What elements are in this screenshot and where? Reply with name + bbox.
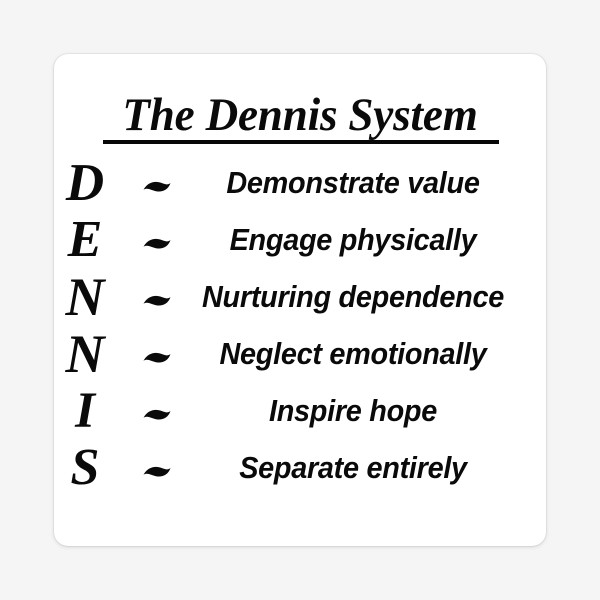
acronym-letter: N: [65, 267, 105, 327]
acronym-letter: N: [65, 324, 105, 384]
acronym-phrase: Separate entirely: [239, 450, 467, 485]
list-item: S Separate entirely: [54, 440, 546, 497]
acronym-phrase: Engage physically: [229, 222, 477, 257]
list-item: D Demonstrate value: [54, 155, 546, 212]
sticker-content: The Dennis System D Demonstrate value E: [54, 54, 546, 546]
acronym-phrase: Nurturing dependence: [202, 279, 504, 314]
list-item: E Engage physically: [54, 212, 546, 269]
acronym-phrase: Neglect emotionally: [219, 336, 487, 371]
dash-separator-icon: [116, 155, 171, 211]
dash-separator-icon: [116, 212, 171, 268]
page-title-text: The Dennis System: [122, 89, 478, 141]
list-item: N Neglect emotionally: [54, 326, 546, 383]
acronym-letter: D: [65, 154, 105, 212]
acronym-letter: S: [70, 439, 100, 496]
sticker-card: The Dennis System D Demonstrate value E: [54, 54, 546, 546]
acronym-letter: E: [67, 211, 103, 268]
list-item: I Inspire hope: [54, 383, 546, 440]
acronym-phrase: Demonstrate value: [226, 165, 480, 200]
dash-separator-icon: [116, 440, 171, 496]
title-underline-rule: [103, 140, 499, 144]
list-item: N Nurturing dependence: [54, 269, 546, 326]
dash-separator-icon: [116, 269, 171, 325]
dash-separator-icon: [116, 326, 171, 382]
acronym-letter: I: [75, 383, 95, 439]
acronym-phrase: Inspire hope: [268, 393, 438, 428]
dash-separator-icon: [116, 383, 171, 439]
dennis-acronym-list: D Demonstrate value E Eng: [54, 155, 546, 497]
page-title: The Dennis System: [54, 90, 546, 140]
